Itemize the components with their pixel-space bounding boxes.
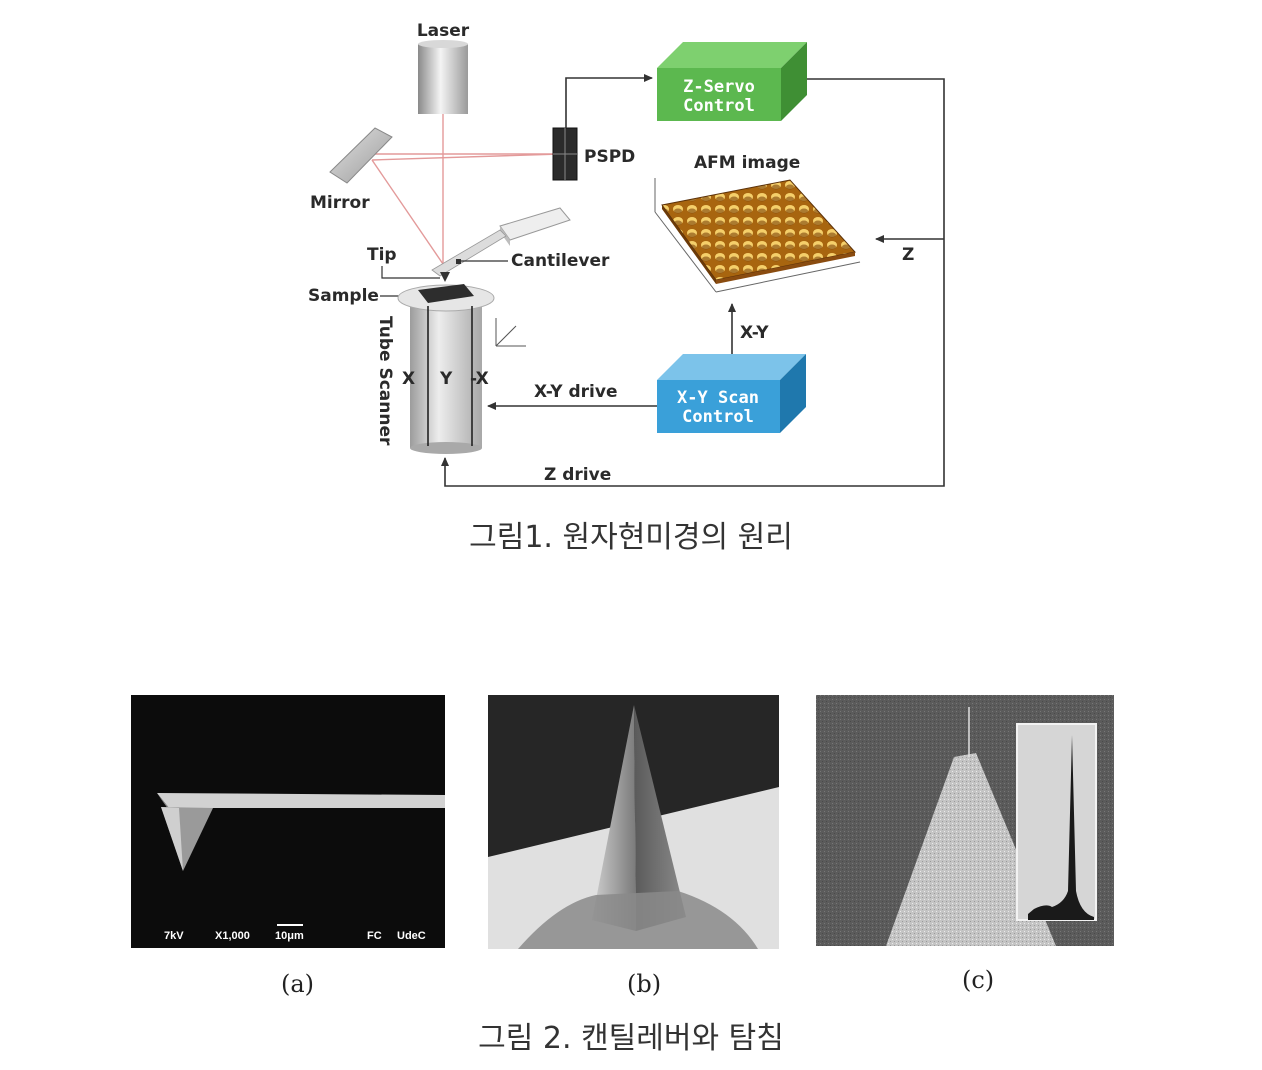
afm-image-3d — [654, 178, 861, 293]
laser-beam — [371, 114, 562, 265]
probe-cone-c — [886, 753, 1056, 946]
tube-scanner-label: Tube Scanner — [375, 316, 395, 446]
sample-label: Sample — [308, 286, 379, 306]
tube-x-label: X — [402, 369, 415, 389]
cantilever-chip — [499, 207, 571, 241]
tube-y-label: Y — [439, 369, 453, 389]
subfig-label-c: (c) — [962, 966, 995, 994]
z-servo-control-box: Z-Servo Control — [657, 42, 807, 121]
cantilever-beam — [431, 229, 507, 277]
sem-udec: UdeC — [397, 930, 426, 942]
mirror — [329, 127, 393, 184]
figure1-caption: 그림1. 원자현미경의 원리 — [469, 520, 793, 555]
probe-tip — [440, 272, 450, 282]
z-servo-line2: Control — [683, 96, 755, 116]
inset-box — [1016, 723, 1097, 921]
sem-panel-c — [816, 695, 1114, 946]
z-servo-line1: Z-Servo — [683, 77, 755, 97]
xy-drive-label: X-Y drive — [534, 382, 618, 402]
sem-kv: 7kV — [164, 930, 184, 942]
cantilever-label: Cantilever — [511, 251, 610, 271]
laser-label: Laser — [417, 21, 470, 41]
tube-scanner: X Y -X — [397, 284, 495, 454]
subfig-label-b: (b) — [627, 970, 662, 998]
z-label: Z — [902, 245, 914, 265]
figure2-caption: 그림 2. 캔틸레버와 탐침 — [478, 1021, 784, 1056]
z-servo-front — [657, 68, 781, 121]
probe-base — [518, 891, 758, 949]
sem-magnification: X1,000 — [215, 930, 250, 942]
z-drive-label: Z drive — [544, 465, 611, 485]
subfig-label-a: (a) — [281, 970, 315, 998]
z-drive-loop — [441, 78, 945, 487]
probe-cone-left — [592, 705, 636, 931]
laser-source — [418, 44, 468, 114]
mirror-label: Mirror — [310, 193, 370, 213]
pspd-to-zservo-arrow — [565, 74, 653, 128]
afm-image-label: AFM image — [694, 153, 800, 173]
xy-scan-line2: Control — [682, 407, 754, 427]
sem-scale: 10μm — [275, 930, 304, 942]
sample-plate — [418, 284, 474, 303]
pspd-label: PSPD — [584, 147, 635, 167]
tube-negx-label: -X — [470, 369, 489, 389]
xy-scan-line1: X-Y Scan — [677, 388, 759, 408]
sem-panel-b — [488, 695, 779, 949]
sem-fc: FC — [367, 930, 382, 942]
sem-panel-a: 7kV X1,000 10μm FC UdeC — [131, 695, 445, 948]
afm-principle-diagram: Laser Mirror PSPD Z-Servo Control Z AFM … — [308, 21, 945, 487]
xyz-axes-icon — [495, 318, 526, 347]
xy-scan-front — [657, 380, 780, 433]
cantilever-beam-sem — [157, 793, 445, 808]
tip-label: Tip — [367, 245, 397, 265]
xy-scan-control-box: X-Y Scan Control — [657, 354, 806, 433]
xy-label: X-Y — [740, 323, 769, 343]
probe-cone-right — [634, 705, 686, 931]
